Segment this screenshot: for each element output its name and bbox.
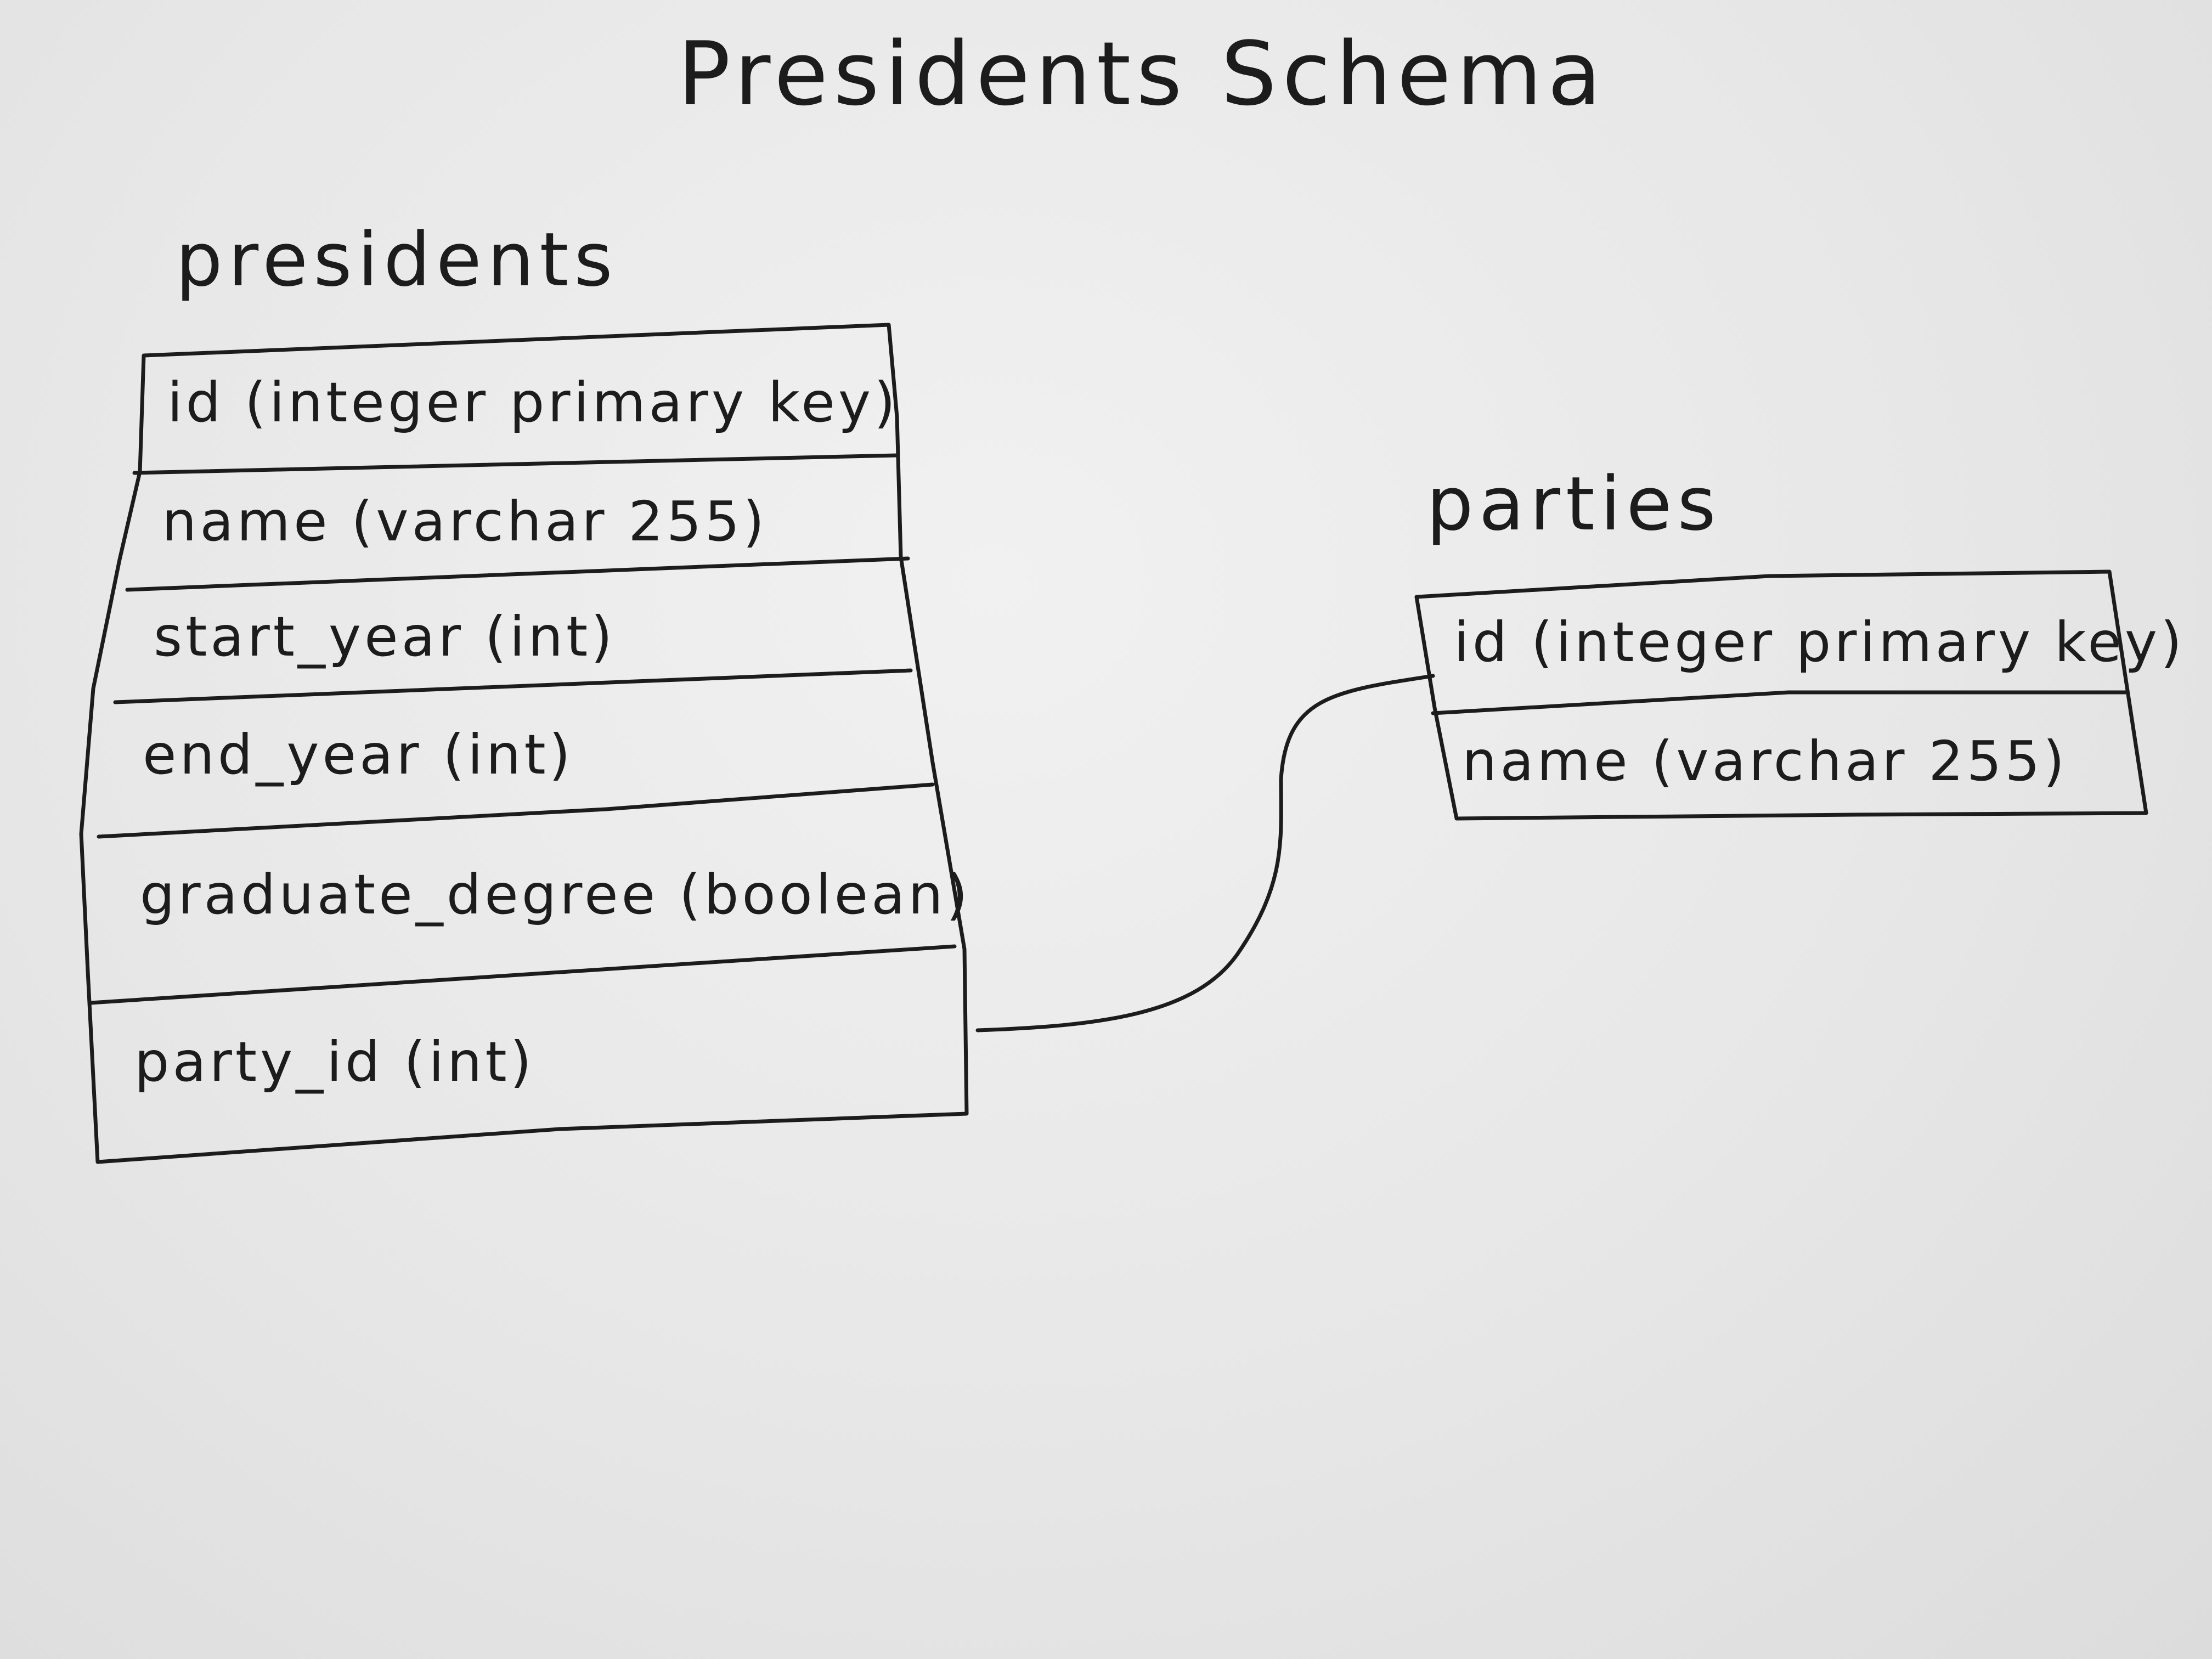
table-parties: parties id (integer primary key) name (v… (1414, 461, 2185, 821)
row-divider (1431, 690, 2128, 715)
table-name-parties: parties (1426, 461, 1722, 547)
field-presidents-start-year: start_year (int) (154, 605, 616, 669)
row-divider (97, 782, 935, 839)
table-parties-outline (1414, 569, 2148, 821)
field-presidents-party-id: party_id (int) (134, 1030, 535, 1094)
field-parties-name: name (varchar 255) (1462, 729, 2068, 793)
diagram-title: Presidents Schema (678, 22, 1607, 125)
field-presidents-id: id (integer primary key) (167, 370, 899, 435)
row-divider (113, 668, 913, 704)
field-presidents-end-year: end_year (int) (143, 723, 574, 787)
table-presidents: presidents id (integer primary key) name… (79, 217, 971, 1164)
table-presidents-outline (79, 323, 969, 1164)
row-divider (125, 556, 910, 592)
row-divider (88, 944, 957, 1005)
relationship-line (975, 674, 1435, 1032)
row-divider (132, 453, 899, 475)
field-presidents-name: name (varchar 255) (162, 489, 768, 554)
field-presidents-graduate-degree: graduate_degree (boolean) (140, 862, 971, 927)
field-parties-id: id (integer primary key) (1454, 610, 2185, 674)
table-name-presidents: presidents (176, 217, 618, 303)
